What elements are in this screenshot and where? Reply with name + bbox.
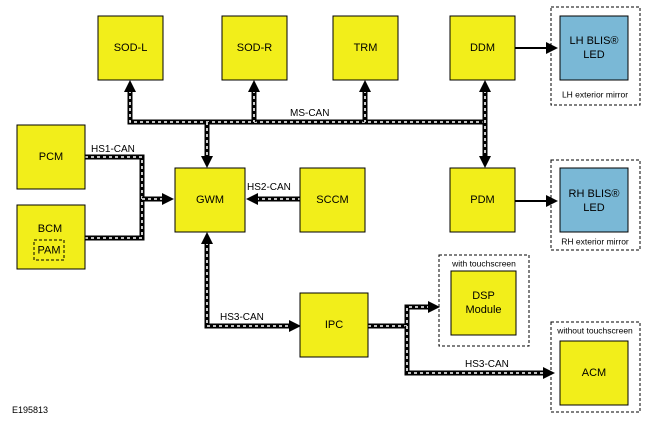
arrow-gwm-top: [201, 156, 213, 168]
module-sod-l: SOD-L: [97, 15, 164, 81]
arrow-to-dsp: [428, 301, 440, 313]
gwm-label: GWM: [196, 194, 224, 206]
ddm-label: DDM: [470, 42, 495, 54]
module-bcm: BCM PAM: [16, 204, 86, 270]
acm-label: ACM: [582, 367, 606, 379]
arrow-to-pdm: [479, 156, 491, 168]
pam-label: PAM: [37, 244, 60, 256]
sod-r-label: SOD-R: [237, 42, 273, 54]
with-touchscreen-label: with touchscreen: [451, 258, 516, 268]
arrowheads: [124, 80, 555, 379]
lh-exterior-mirror-group: LH BLIS® LED LH exterior mirror: [550, 6, 641, 106]
module-gwm: GWM: [174, 167, 246, 233]
bcm-label: BCM: [38, 223, 62, 235]
without-touchscreen-label: without touchscreen: [556, 325, 633, 335]
sccm-label: SCCM: [316, 194, 348, 206]
rh-led-label-line1: RH BLIS®: [569, 188, 620, 200]
hs1-can-label: HS1-CAN: [91, 144, 135, 155]
trm-label: TRM: [354, 42, 378, 54]
module-ipc: IPC: [299, 292, 369, 358]
arrow-to-trm: [359, 80, 371, 92]
ipc-label: IPC: [325, 319, 343, 331]
lh-led-label-line1: LH BLIS®: [569, 35, 618, 47]
sod-l-label: SOD-L: [114, 42, 148, 54]
module-pdm: PDM: [449, 167, 516, 233]
pcm-label: PCM: [39, 151, 63, 163]
hs3-can-label-gwm: HS3-CAN: [220, 312, 264, 323]
with-touchscreen-group: with touchscreen DSP Module: [438, 254, 530, 347]
ms-can-bus: [127, 90, 488, 158]
module-ddm: DDM: [449, 15, 516, 81]
lh-led-label-line2: LED: [583, 49, 604, 61]
module-sccm: SCCM: [299, 167, 366, 233]
arrow-gwm-bottom: [201, 232, 213, 244]
arrow-to-ddm: [479, 80, 491, 92]
ms-can-label: MS-CAN: [290, 108, 329, 119]
arrow-to-ipc: [289, 320, 301, 332]
dsp-label-line1: DSP: [472, 290, 495, 302]
arrow-gwm-right: [246, 193, 258, 205]
arrow-to-acm: [543, 367, 555, 379]
hs2-can-label: HS2-CAN: [247, 182, 291, 193]
arrow-gwm-left: [162, 193, 174, 205]
without-touchscreen-group: without touchscreen ACM: [550, 321, 641, 413]
arrow-to-sod-r: [248, 80, 260, 92]
dsp-label-line2: Module: [465, 304, 501, 316]
figure-id: E195813: [12, 405, 48, 415]
lh-mirror-label: LH exterior mirror: [562, 89, 628, 99]
led-lines: [515, 42, 558, 207]
module-trm: TRM: [332, 15, 399, 81]
rh-exterior-mirror-group: RH BLIS® LED RH exterior mirror: [550, 159, 641, 251]
pdm-label: PDM: [470, 194, 494, 206]
rh-led-label-line2: LED: [583, 202, 604, 214]
module-pcm: PCM: [16, 124, 86, 190]
hs3-can-bus: [204, 242, 545, 376]
rh-mirror-label: RH exterior mirror: [561, 236, 629, 246]
hs1-can-bus: [85, 154, 164, 241]
hs3-can-label-acm: HS3-CAN: [465, 359, 509, 370]
module-sod-r: SOD-R: [221, 15, 288, 81]
arrow-to-sod-l: [124, 80, 136, 92]
